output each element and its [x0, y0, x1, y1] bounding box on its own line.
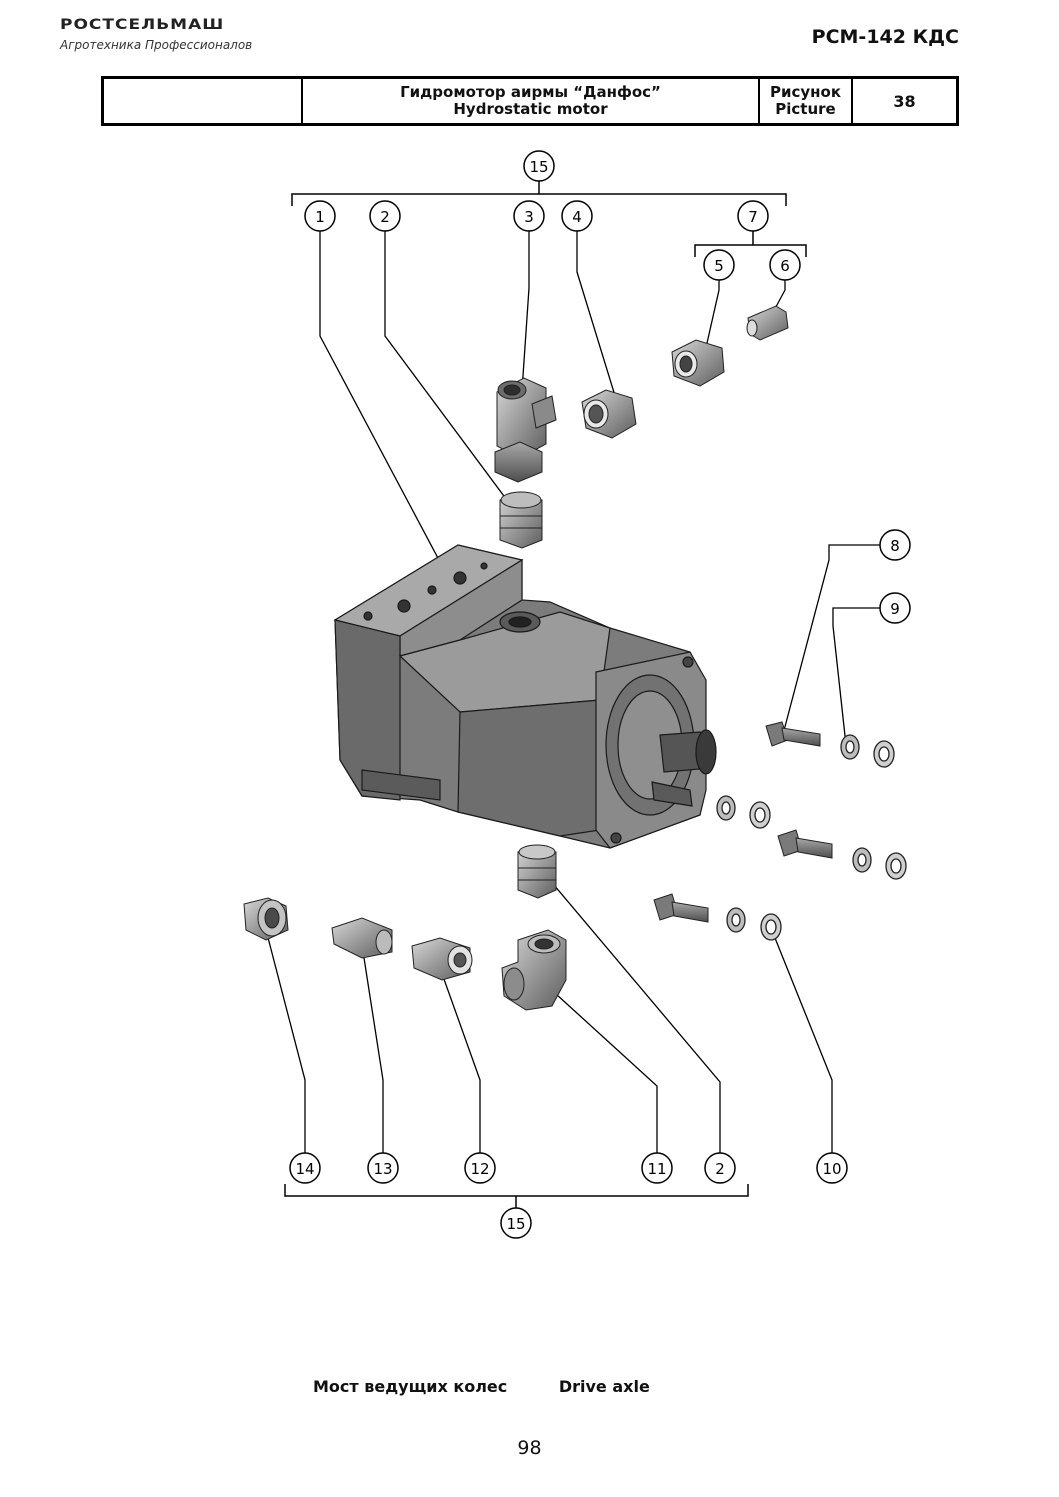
- callout-circle-10: [816, 1152, 848, 1184]
- picture-label-cell: Рисунок Picture: [760, 79, 853, 123]
- callout-label-3: 3: [524, 208, 534, 226]
- model-code: РСМ-142 КДС: [811, 26, 959, 48]
- callout-label-2-top: 2: [380, 208, 390, 226]
- title-cell: Гидромотор аирмы “Данфос” Hydrostatic mo…: [303, 79, 760, 123]
- callout-label-8: 8: [890, 537, 900, 555]
- tee-fitting-3: [494, 377, 557, 483]
- washers-lower-right: [852, 847, 907, 880]
- leader-lines: [265, 230, 880, 1154]
- bolt-middle: [777, 829, 833, 859]
- logo-subtitle: Агротехника Профессионалов: [60, 38, 253, 52]
- callout-circle-2-top: [369, 200, 401, 232]
- bolt-8-upper: [765, 721, 821, 747]
- callout-circle-8: [879, 529, 911, 561]
- callout-circle-12: [464, 1152, 496, 1184]
- title-en: Hydrostatic motor: [453, 100, 608, 118]
- callout-circle-7: [737, 200, 769, 232]
- callout-circle-6: [769, 249, 801, 281]
- callout-circle-15-bottom: [500, 1207, 532, 1239]
- bolt-lower: [653, 893, 709, 923]
- hydrostatic-motor-1: [333, 544, 717, 849]
- callout-label-15-bottom: 15: [506, 1215, 525, 1233]
- picture-label-en: Picture: [775, 100, 836, 118]
- footer-caption: Мост ведущих колес Drive axle: [313, 1377, 650, 1396]
- callout-label-13: 13: [373, 1160, 392, 1178]
- callout-circle-4: [561, 200, 593, 232]
- adapter-fitting-2-bottom: [517, 844, 557, 899]
- adapter-fitting-2-top: [499, 491, 543, 549]
- nipple-13: [331, 917, 393, 959]
- callout-label-1: 1: [315, 208, 325, 226]
- callout-circle-9: [879, 592, 911, 624]
- washer-9-upper: [840, 734, 895, 768]
- callout-label-7: 7: [748, 208, 758, 226]
- washers-10: [726, 907, 782, 941]
- connector-12: [411, 937, 473, 981]
- logo-text: РОСТСЕЛЬМАШ: [60, 16, 225, 33]
- nut-5: [671, 339, 725, 387]
- top-bracket-15: [284, 180, 807, 1209]
- callout-label-5: 5: [714, 257, 724, 275]
- callout-circle-14: [289, 1152, 321, 1184]
- callout-label-12: 12: [470, 1160, 489, 1178]
- elbow-11: [501, 929, 567, 1011]
- callout-circle-5: [703, 249, 735, 281]
- callout-circle-15-top: [523, 150, 555, 182]
- washers-middle: [716, 795, 771, 829]
- title-ru: Гидромотор аирмы “Данфос”: [400, 83, 661, 101]
- picture-label-ru: Рисунок: [769, 83, 842, 101]
- callout-label-15-top: 15: [529, 158, 548, 176]
- callout-label-14: 14: [295, 1160, 314, 1178]
- nipple-6: [746, 305, 789, 341]
- callout-circle-2-bottom: [704, 1152, 736, 1184]
- title-block: Гидромотор аирмы “Данфос” Hydrostatic mo…: [101, 76, 959, 126]
- picture-number-cell: 38: [853, 79, 956, 123]
- callout-label-11: 11: [647, 1160, 666, 1178]
- callout-label-9: 9: [890, 600, 900, 618]
- brand-logo: РОСТСЕЛЬМАШ Агротехника Профессионалов: [60, 16, 252, 52]
- footer-label-en: Drive axle: [558, 1377, 650, 1396]
- footer-label-ru: Мост ведущих колес: [313, 1377, 508, 1396]
- callout-circle-3: [513, 200, 545, 232]
- plug-14: [243, 897, 289, 941]
- callout-label-2-bottom: 2: [715, 1160, 725, 1178]
- page-number: 98: [517, 1437, 542, 1459]
- callout-label-10: 10: [822, 1160, 841, 1178]
- callout-circle-11: [641, 1152, 673, 1184]
- callout-label-6: 6: [780, 257, 790, 275]
- callout-label-4: 4: [572, 208, 582, 226]
- title-empty-cell: [104, 79, 303, 123]
- callout-circle-1: [304, 200, 336, 232]
- picture-number: 38: [893, 91, 916, 111]
- callout-circle-13: [367, 1152, 399, 1184]
- nut-4: [581, 389, 637, 439]
